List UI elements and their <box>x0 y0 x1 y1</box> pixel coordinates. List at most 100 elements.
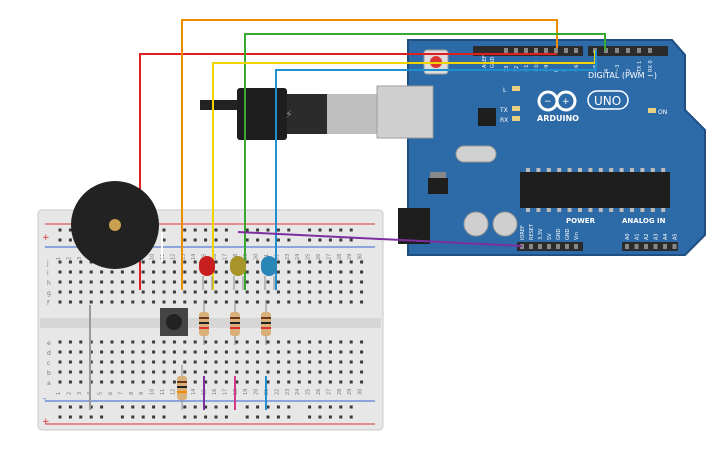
breadboard-hole[interactable] <box>276 300 280 304</box>
breadboard-hole[interactable] <box>141 290 145 294</box>
breadboard-hole[interactable] <box>152 350 156 354</box>
breadboard-hole[interactable] <box>162 280 166 284</box>
breadboard-hole[interactable] <box>245 300 249 304</box>
breadboard-hole[interactable] <box>89 290 93 294</box>
rail-hole[interactable] <box>318 405 322 409</box>
rail-hole[interactable] <box>162 228 166 232</box>
power-pin[interactable] <box>574 244 578 249</box>
breadboard-hole[interactable] <box>245 380 249 384</box>
breadboard-hole[interactable] <box>172 370 176 374</box>
rail-hole[interactable] <box>214 415 218 419</box>
breadboard-hole[interactable] <box>58 260 62 264</box>
breadboard-hole[interactable] <box>214 360 218 364</box>
breadboard-hole[interactable] <box>193 270 197 274</box>
breadboard-hole[interactable] <box>68 260 72 264</box>
breadboard-hole[interactable] <box>193 370 197 374</box>
breadboard-hole[interactable] <box>89 350 93 354</box>
breadboard-hole[interactable] <box>214 370 218 374</box>
breadboard-hole[interactable] <box>100 270 104 274</box>
rail-hole[interactable] <box>214 405 218 409</box>
breadboard-hole[interactable] <box>297 260 301 264</box>
rail-hole[interactable] <box>256 228 260 232</box>
breadboard-hole[interactable] <box>235 360 239 364</box>
breadboard-hole[interactable] <box>328 340 332 344</box>
breadboard-hole[interactable] <box>360 270 364 274</box>
power-pin[interactable] <box>547 244 551 249</box>
breadboard-hole[interactable] <box>349 350 353 354</box>
breadboard-hole[interactable] <box>172 360 176 364</box>
breadboard-hole[interactable] <box>141 340 145 344</box>
breadboard-hole[interactable] <box>266 360 270 364</box>
breadboard-hole[interactable] <box>152 260 156 264</box>
rail-hole[interactable] <box>58 238 62 242</box>
breadboard-hole[interactable] <box>276 270 280 274</box>
rail-hole[interactable] <box>193 415 197 419</box>
breadboard-hole[interactable] <box>297 290 301 294</box>
breadboard-hole[interactable] <box>214 340 218 344</box>
breadboard-hole[interactable] <box>110 280 114 284</box>
breadboard-hole[interactable] <box>120 290 124 294</box>
breadboard-hole[interactable] <box>266 370 270 374</box>
analog-pin[interactable] <box>672 244 677 249</box>
analog-pin[interactable] <box>653 244 658 249</box>
breadboard-hole[interactable] <box>131 340 135 344</box>
breadboard-hole[interactable] <box>141 280 145 284</box>
breadboard-hole[interactable] <box>120 340 124 344</box>
breadboard-hole[interactable] <box>214 300 218 304</box>
breadboard-hole[interactable] <box>100 360 104 364</box>
breadboard-hole[interactable] <box>204 360 208 364</box>
breadboard-hole[interactable] <box>131 360 135 364</box>
breadboard-hole[interactable] <box>89 360 93 364</box>
breadboard-hole[interactable] <box>339 270 343 274</box>
rail-hole[interactable] <box>58 228 62 232</box>
breadboard-hole[interactable] <box>79 280 83 284</box>
rail-hole[interactable] <box>89 405 93 409</box>
breadboard-hole[interactable] <box>266 350 270 354</box>
breadboard-hole[interactable] <box>183 300 187 304</box>
breadboard-hole[interactable] <box>120 380 124 384</box>
breadboard-hole[interactable] <box>152 360 156 364</box>
rail-hole[interactable] <box>224 405 228 409</box>
rail-hole[interactable] <box>276 415 280 419</box>
breadboard-hole[interactable] <box>89 270 93 274</box>
breadboard-hole[interactable] <box>152 300 156 304</box>
rail-hole[interactable] <box>276 228 280 232</box>
breadboard-hole[interactable] <box>141 270 145 274</box>
breadboard-hole[interactable] <box>152 290 156 294</box>
breadboard-hole[interactable] <box>256 360 260 364</box>
digital-pin[interactable] <box>554 48 558 53</box>
breadboard-hole[interactable] <box>68 340 72 344</box>
rail-hole[interactable] <box>318 415 322 419</box>
breadboard-hole[interactable] <box>131 300 135 304</box>
rail-hole[interactable] <box>141 415 145 419</box>
breadboard-hole[interactable] <box>120 360 124 364</box>
breadboard-hole[interactable] <box>172 340 176 344</box>
breadboard-hole[interactable] <box>256 340 260 344</box>
breadboard-hole[interactable] <box>183 350 187 354</box>
breadboard-hole[interactable] <box>328 380 332 384</box>
breadboard-hole[interactable] <box>276 380 280 384</box>
rail-hole[interactable] <box>339 415 343 419</box>
rail-hole[interactable] <box>183 238 187 242</box>
analog-pin[interactable] <box>634 244 639 249</box>
breadboard-hole[interactable] <box>349 300 353 304</box>
rail-hole[interactable] <box>193 238 197 242</box>
breadboard-hole[interactable] <box>297 270 301 274</box>
breadboard-hole[interactable] <box>204 340 208 344</box>
push-button[interactable] <box>160 308 188 336</box>
rail-hole[interactable] <box>308 405 312 409</box>
breadboard-hole[interactable] <box>266 340 270 344</box>
breadboard-hole[interactable] <box>68 380 72 384</box>
rail-hole[interactable] <box>58 415 62 419</box>
breadboard-hole[interactable] <box>110 340 114 344</box>
breadboard-hole[interactable] <box>245 290 249 294</box>
rail-hole[interactable] <box>349 405 353 409</box>
breadboard-hole[interactable] <box>349 370 353 374</box>
rail-hole[interactable] <box>183 415 187 419</box>
rail-hole[interactable] <box>266 405 270 409</box>
breadboard-hole[interactable] <box>328 370 332 374</box>
rail-hole[interactable] <box>276 405 280 409</box>
breadboard-hole[interactable] <box>110 300 114 304</box>
breadboard-hole[interactable] <box>360 340 364 344</box>
digital-pin[interactable] <box>544 48 548 53</box>
